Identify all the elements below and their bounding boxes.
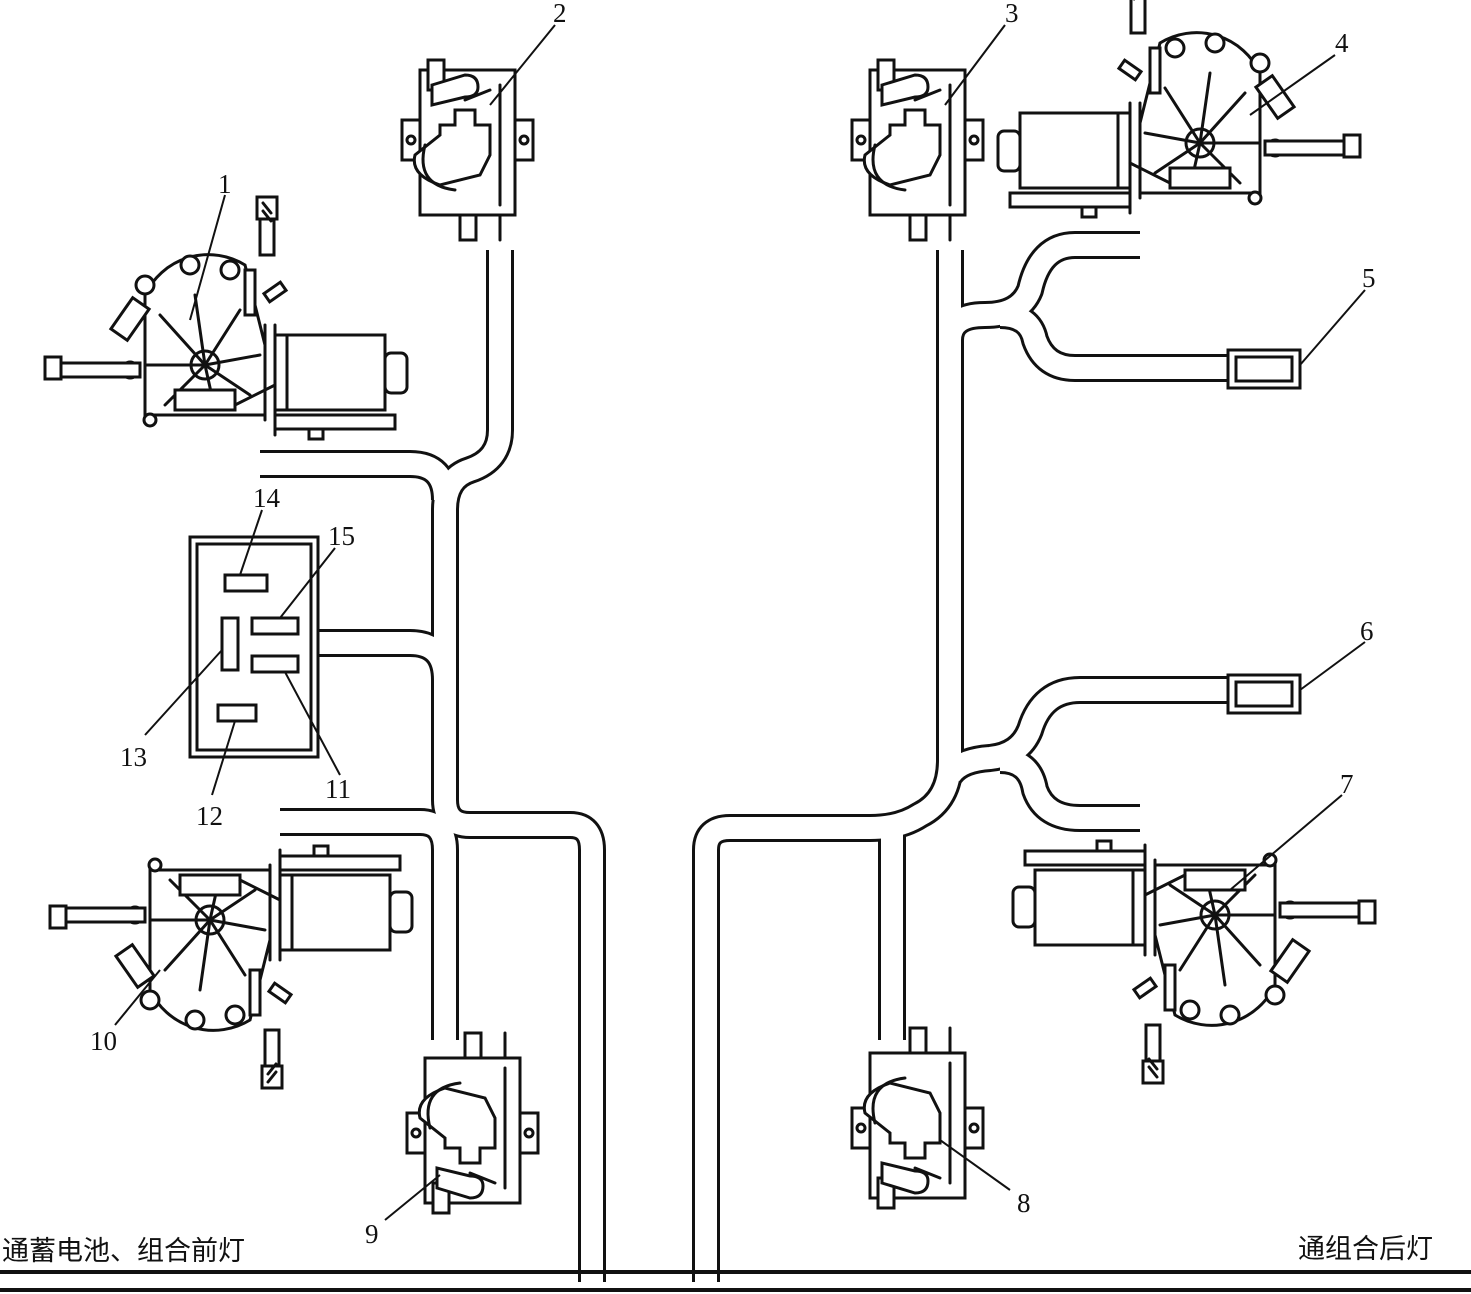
label-3: 3 xyxy=(1005,0,1019,28)
relay-12 xyxy=(216,703,258,723)
relay-11 xyxy=(250,654,300,674)
relay-14 xyxy=(223,573,269,593)
label-2: 2 xyxy=(553,0,567,28)
label-5: 5 xyxy=(1362,263,1376,293)
window-lifter-front-right xyxy=(996,0,1362,219)
label-6: 6 xyxy=(1360,616,1374,646)
switch-5 xyxy=(1226,348,1302,390)
relay-13 xyxy=(220,616,240,672)
bottom-bus xyxy=(0,1270,1471,1292)
label-15: 15 xyxy=(328,521,355,551)
caption-left: 通蓄电池、组合前灯 xyxy=(2,1236,245,1267)
label-13: 13 xyxy=(120,742,147,772)
label-8: 8 xyxy=(1017,1188,1031,1218)
label-9: 9 xyxy=(365,1219,379,1249)
door-lock-rear-right xyxy=(850,1026,985,1210)
label-14: 14 xyxy=(253,483,281,513)
window-lifter-front-left xyxy=(43,195,409,441)
label-7: 7 xyxy=(1340,769,1354,799)
harness-right xyxy=(692,231,1230,1290)
window-lifter-rear-right xyxy=(1011,839,1377,1085)
label-1: 1 xyxy=(218,169,232,199)
label-10: 10 xyxy=(90,1026,117,1056)
door-lock-front-left xyxy=(400,58,535,242)
leader-lines xyxy=(114,24,1366,1221)
caption-right: 通组合后灯 xyxy=(1298,1234,1433,1265)
label-4: 4 xyxy=(1335,28,1349,58)
label-11: 11 xyxy=(325,774,351,804)
control-box xyxy=(188,535,320,759)
switch-6 xyxy=(1226,673,1302,715)
harness-left xyxy=(260,250,606,1290)
relay-15 xyxy=(250,616,300,636)
label-12: 12 xyxy=(196,801,223,831)
door-lock-front-right xyxy=(850,58,985,242)
